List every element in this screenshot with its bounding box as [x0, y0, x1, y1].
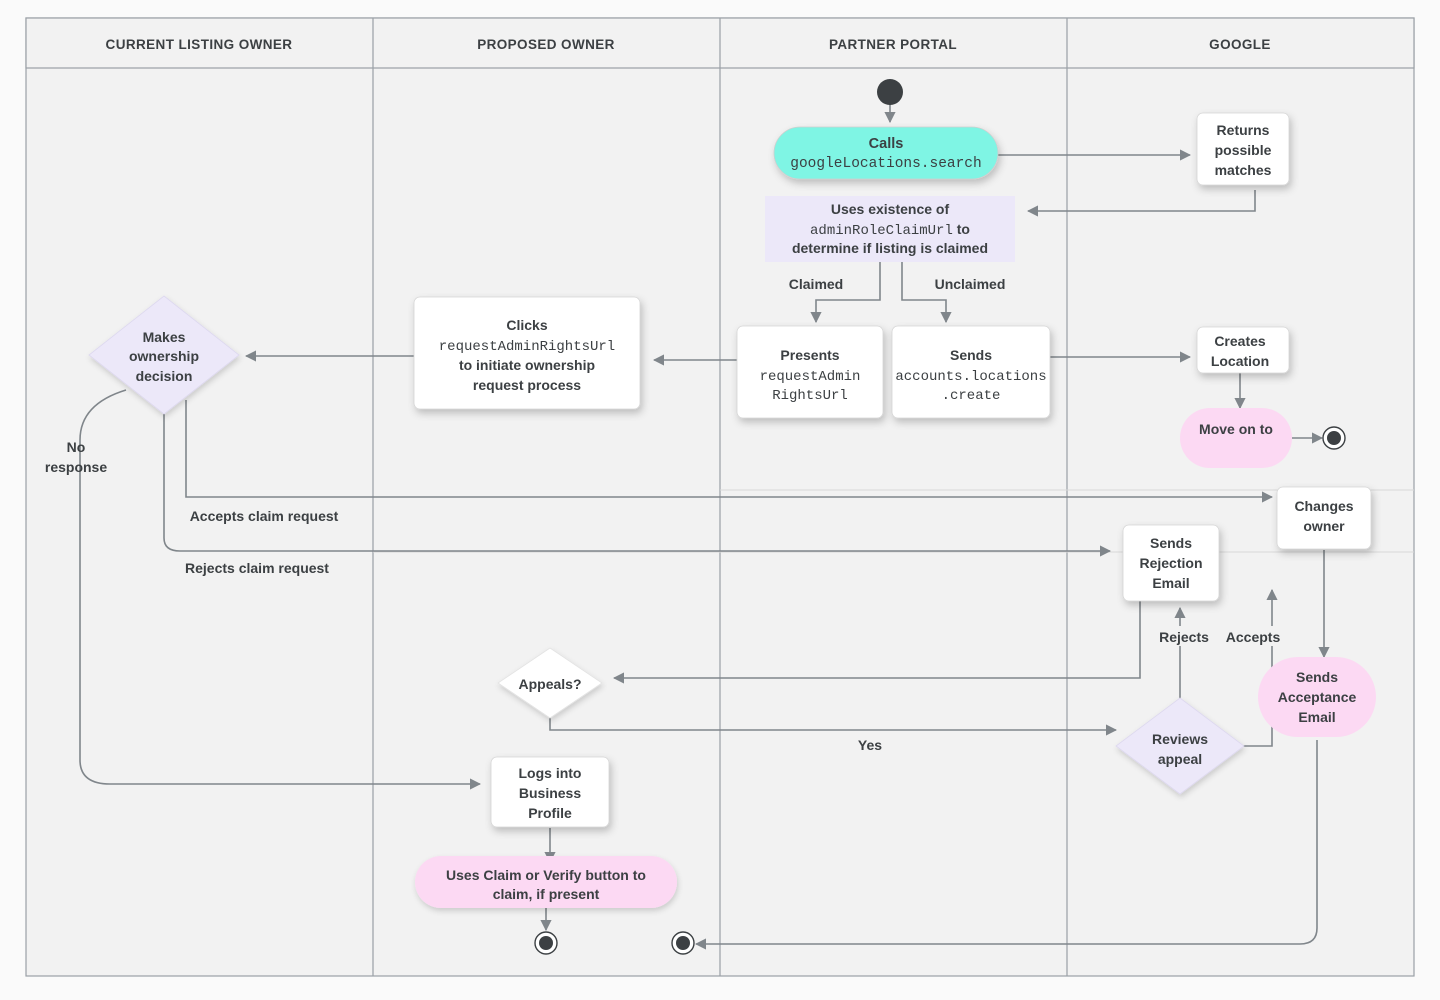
label-no-response-line-2: response	[45, 459, 107, 475]
node-sends-acceptance-email[interactable]	[1258, 657, 1376, 737]
makes-decision-line-3: decision	[136, 368, 193, 384]
clicks-line-3: to initiate ownership	[459, 357, 595, 373]
label-rejects-claim-request: Rejects claim request	[185, 560, 329, 576]
node-appeals-decision[interactable]	[497, 647, 603, 719]
sends-acceptance-line-3: Email	[1298, 709, 1335, 725]
label-no-response-line-1: No	[67, 439, 86, 455]
presents-title: Presents	[780, 347, 839, 363]
sends-rejection-line-3: Email	[1152, 575, 1189, 591]
label-accepts: Accepts	[1226, 629, 1281, 645]
sends-rejection-line-2: Rejection	[1139, 555, 1202, 571]
connectors	[79, 104, 1330, 950]
label-bg-rejects	[1152, 626, 1216, 646]
node-logs-into-business-profile[interactable]	[490, 756, 610, 828]
move-on-to-label: Move on to	[1199, 421, 1273, 437]
returns-line-2: possible	[1215, 142, 1272, 158]
clicks-token: requestAdminRightsUrl	[439, 339, 615, 355]
label-yes: Yes	[858, 737, 882, 753]
clicks-title: Clicks	[506, 317, 547, 333]
label-bg-rejects-claim	[172, 557, 344, 577]
lane-header-proposed-owner: PROPOSED OWNER	[477, 37, 615, 52]
start-node	[877, 79, 903, 105]
label-bg-accepts-claim	[176, 505, 354, 525]
changes-owner-line-1: Changes	[1294, 498, 1353, 514]
sends-create-title: Sends	[950, 347, 992, 363]
node-clicks-request-admin-rights-url[interactable]	[413, 296, 641, 410]
sends-acceptance-line-1: Sends	[1296, 669, 1338, 685]
label-unclaimed: Unclaimed	[935, 276, 1006, 292]
calls-method: googleLocations.search	[790, 156, 981, 172]
node-changes-owner[interactable]	[1276, 486, 1372, 550]
uses-claim-line-1: Uses Claim or Verify button to	[446, 867, 646, 883]
creates-location-line-2: Location	[1211, 353, 1269, 369]
node-presents-request-admin-rights-url[interactable]	[736, 325, 884, 419]
node-sends-rejection-email[interactable]	[1122, 524, 1220, 602]
admin-role-claim-url-token: adminRoleClaimUrl	[810, 223, 953, 239]
label-accepts-claim-request: Accepts claim request	[190, 508, 339, 524]
lane-header-partner-portal: PARTNER PORTAL	[829, 37, 957, 52]
calls-title: Calls	[869, 136, 904, 152]
sends-create-token-1: accounts.locations	[895, 369, 1046, 385]
node-returns-possible-matches[interactable]	[1196, 112, 1290, 186]
uses-claim-line-2: claim, if present	[493, 886, 600, 902]
end-node-proposed-owner	[534, 931, 558, 955]
creates-location-line-1: Creates	[1214, 333, 1266, 349]
uses-existence-line-2: adminRoleClaimUrl to	[810, 221, 970, 239]
label-rejects: Rejects	[1159, 629, 1209, 645]
lane-headers: CURRENT LISTING OWNER PROPOSED OWNER PAR…	[106, 37, 1271, 52]
appeals-label: Appeals?	[518, 676, 581, 692]
node-sends-accounts-locations-create[interactable]	[891, 325, 1051, 419]
returns-line-1: Returns	[1217, 122, 1270, 138]
reviews-appeal-line-2: appeal	[1158, 751, 1202, 767]
uses-existence-line-3: determine if listing is claimed	[792, 240, 988, 256]
uses-existence-line-1: Uses existence of	[831, 201, 950, 217]
sends-acceptance-line-2: Acceptance	[1278, 689, 1357, 705]
logs-into-line-2: Business	[519, 785, 581, 801]
end-node-partner-portal	[671, 931, 695, 955]
returns-line-3: matches	[1215, 162, 1272, 178]
edge-label-group: Claimed Unclaimed No response Accepts cl…	[45, 272, 1288, 754]
node-uses-existence-of-admin-role-claim-url[interactable]	[765, 196, 1015, 262]
presents-token-2: RightsUrl	[772, 388, 848, 404]
label-bg-claimed	[776, 272, 856, 292]
node-makes-ownership-decision[interactable]	[88, 295, 240, 415]
makes-decision-line-1: Makes	[143, 329, 186, 345]
lane-header-current-listing-owner: CURRENT LISTING OWNER	[106, 37, 293, 52]
node-calls-google-locations-search[interactable]	[773, 126, 999, 180]
sends-rejection-line-1: Sends	[1150, 535, 1192, 551]
changes-owner-line-2: owner	[1303, 518, 1345, 534]
label-bg-yes	[852, 734, 890, 754]
node-uses-claim-or-verify-button[interactable]	[415, 856, 677, 908]
reviews-appeal-line-1: Reviews	[1152, 731, 1208, 747]
label-bg-accepts	[1220, 626, 1288, 646]
node-reviews-appeal[interactable]	[1115, 697, 1245, 795]
sends-create-token-2: .create	[942, 388, 1001, 404]
makes-decision-line-2: ownership	[129, 348, 199, 364]
label-bg-unclaimed	[922, 272, 1018, 292]
logs-into-line-3: Profile	[528, 805, 572, 821]
node-creates-location[interactable]	[1196, 326, 1290, 374]
clicks-line-4: request process	[473, 377, 581, 393]
presents-token-1: requestAdmin	[760, 369, 861, 385]
label-claimed: Claimed	[789, 276, 843, 292]
end-node-google	[1322, 426, 1346, 450]
lane-header-google: GOOGLE	[1209, 37, 1271, 52]
node-move-on-to[interactable]	[1180, 408, 1292, 468]
logs-into-line-1: Logs into	[519, 765, 582, 781]
